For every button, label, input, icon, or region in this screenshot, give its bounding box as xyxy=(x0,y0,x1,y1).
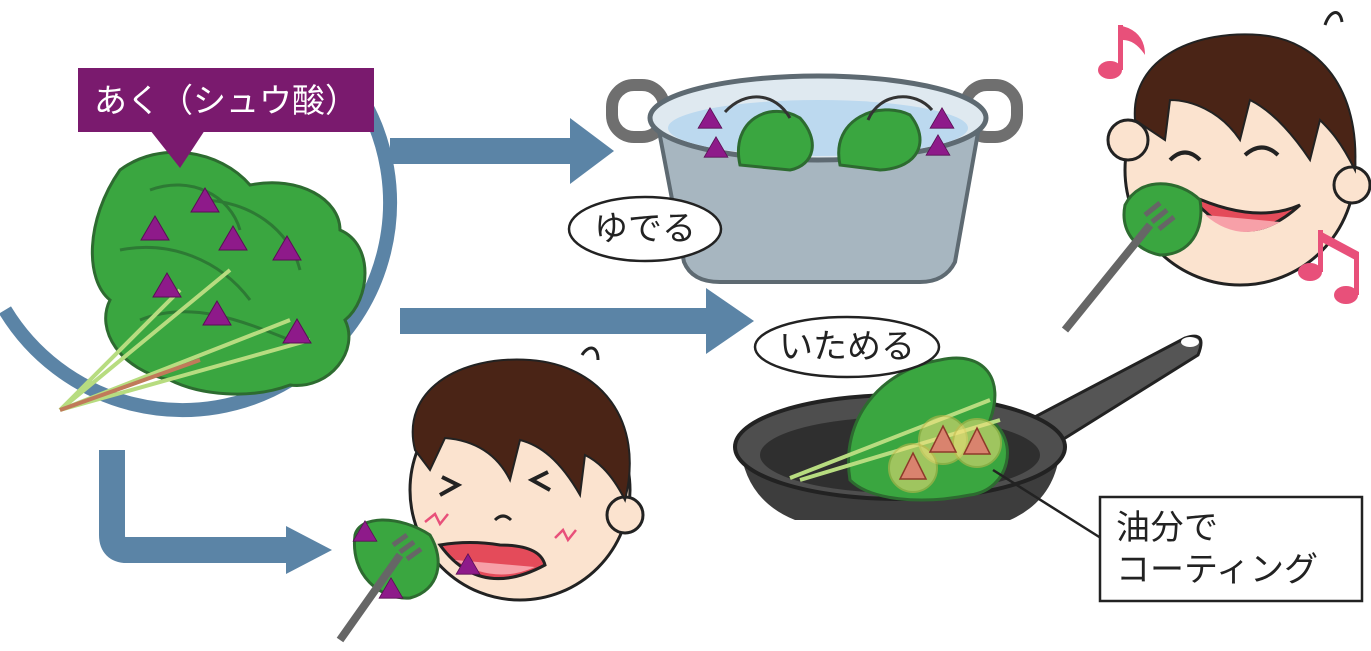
oil-coating-line1: 油分で xyxy=(1116,507,1218,548)
spinach-bunch-icon xyxy=(58,150,367,412)
arrow-to-boil xyxy=(390,118,614,184)
arrow-to-stir-fry xyxy=(400,288,754,354)
disgusted-boy-face-icon xyxy=(336,346,645,643)
aku-oxalic-acid-label: あく（シュウ酸） xyxy=(78,68,374,132)
stir-fry-label: いためる xyxy=(779,327,915,367)
oil-coating-label: 油分で コーティング xyxy=(1104,500,1360,598)
happy-boy-face-icon xyxy=(1061,11,1371,333)
oil-coating-box xyxy=(1098,495,1364,603)
frying-pan-icon xyxy=(733,334,1203,542)
cooking-pot-icon xyxy=(606,73,1023,284)
tag-pointer xyxy=(150,130,205,168)
boil-bubble xyxy=(567,195,723,263)
arrow-to-eat-raw xyxy=(99,450,332,574)
stir-fry-bubble xyxy=(753,315,941,379)
boil-label: ゆでる xyxy=(594,209,696,249)
music-note-icon xyxy=(1098,25,1359,304)
oil-coating-line2: コーティング xyxy=(1116,550,1318,590)
